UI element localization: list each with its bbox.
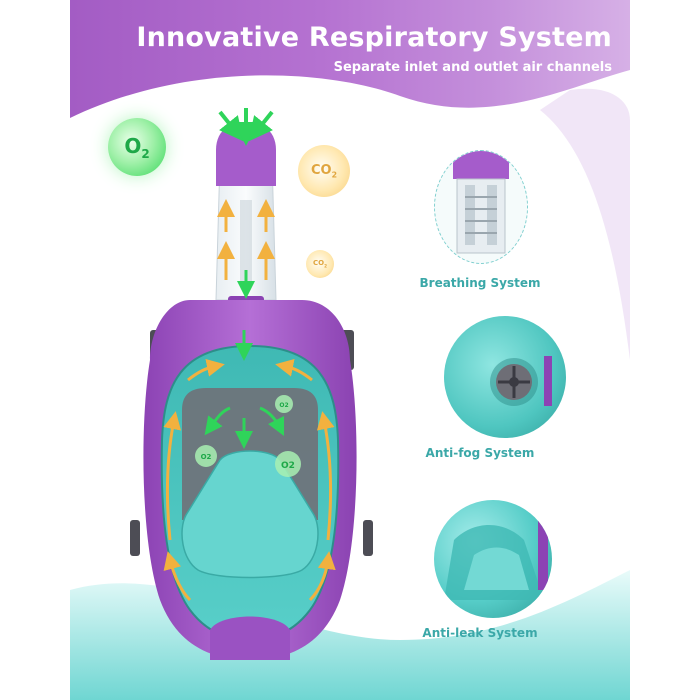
feature-anti-leak-system: Anti-leak System	[400, 500, 560, 640]
o2-label-b: O2	[201, 453, 212, 461]
page-title: Innovative Respiratory System	[136, 22, 612, 53]
page-subtitle: Separate inlet and outlet air channels	[333, 60, 612, 75]
feature-label: Anti-fog System	[425, 446, 535, 460]
carbon-dioxide-small-bubble-icon: CO2	[306, 250, 334, 278]
anti-fog-valve-icon	[444, 316, 566, 438]
snorkel-mask-illustration: O2 O2 O2	[130, 108, 373, 660]
feature-label: Breathing System	[419, 276, 541, 290]
anti-leak-seal-icon	[434, 500, 552, 618]
breathing-tube-icon	[434, 150, 528, 264]
o2-label-a: O2	[279, 402, 288, 409]
feature-anti-fog-system: Anti-fog System	[400, 316, 566, 460]
oxygen-text: O2	[124, 133, 150, 161]
carbon-dioxide-bubble-icon: CO2	[298, 145, 350, 197]
feature-label: Anti-leak System	[422, 626, 538, 640]
feature-breathing-system: Breathing System	[400, 148, 560, 290]
o2-label-c: O2	[281, 461, 295, 471]
co2-small-text: CO2	[312, 259, 327, 269]
co2-text: CO2	[310, 162, 338, 180]
oxygen-bubble-icon: O2	[108, 118, 166, 176]
product-infographic: Innovative Respiratory System Separate i…	[70, 0, 630, 700]
